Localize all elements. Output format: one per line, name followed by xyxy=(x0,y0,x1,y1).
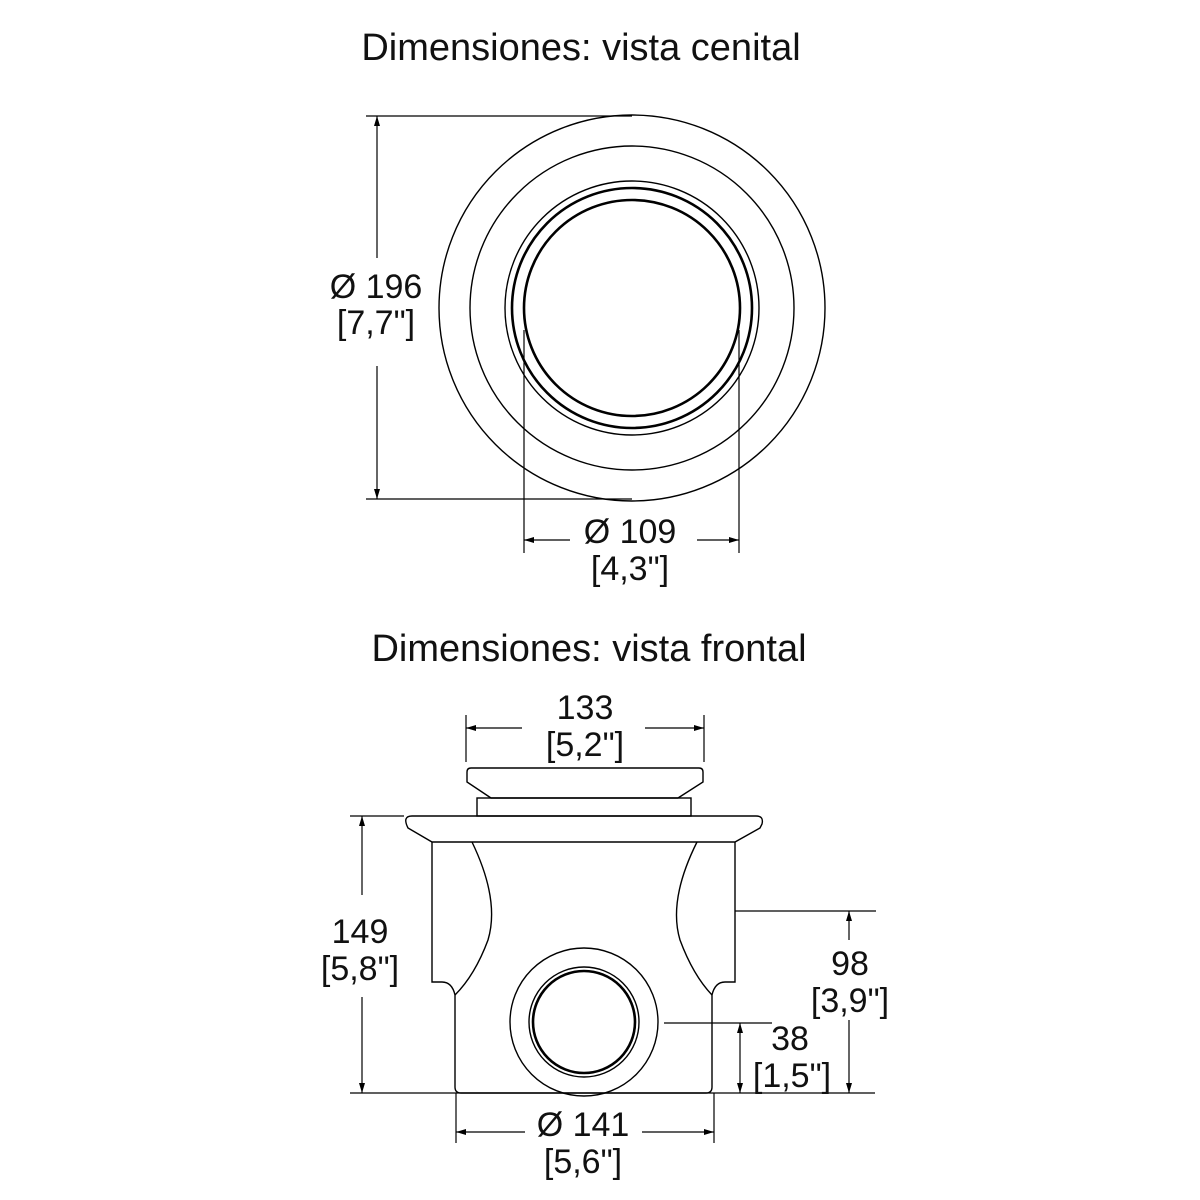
base-diameter-mm: Ø 141 xyxy=(537,1106,630,1144)
cap-neck xyxy=(476,797,692,817)
outer-diameter-dimension: Ø 196 [7,7"] xyxy=(330,115,632,500)
inner-diameter-mm: Ø 109 xyxy=(584,513,677,551)
base-diameter-in: [5,6"] xyxy=(544,1143,622,1181)
cap-width-in: [5,2"] xyxy=(546,726,624,764)
outlet-inner-circle xyxy=(531,969,637,1075)
side-height-in: [3,9"] xyxy=(811,982,889,1020)
outlet-height-mm: 38 xyxy=(771,1020,809,1058)
cap-width-dimension: 133 [5,2"] xyxy=(465,689,705,764)
side-height-mm: 98 xyxy=(831,945,869,983)
flange xyxy=(405,815,764,843)
cap-ring-circle xyxy=(510,186,754,430)
outlet-outer-circle xyxy=(509,947,659,1097)
front-view-title: Dimensiones: vista frontal xyxy=(371,628,806,670)
inner-opening-circle xyxy=(522,198,742,418)
inner-diameter-dimension: Ø 109 [4,3"] xyxy=(523,330,740,588)
top-view-title: Dimensiones: vista cenital xyxy=(361,27,800,69)
total-height-mm: 149 xyxy=(332,913,389,951)
top-view-drawing xyxy=(438,114,826,502)
body-right-contour xyxy=(675,841,713,996)
total-height-in: [5,8"] xyxy=(321,950,399,988)
flange-inner-circle xyxy=(469,145,795,471)
outer-flange-circle xyxy=(438,114,826,502)
cap-outer-circle xyxy=(504,180,760,436)
outlet-height-in: [1,5"] xyxy=(753,1057,831,1095)
cap-width-mm: 133 xyxy=(557,689,614,727)
cap-top xyxy=(466,767,704,799)
side-height-dimension: 98 [3,9"] xyxy=(735,910,889,1093)
outer-diameter-in: [7,7"] xyxy=(337,304,415,342)
base-diameter-dimension: Ø 141 [5,6"] xyxy=(455,1093,715,1181)
outlet-ring-circle xyxy=(528,966,640,1078)
outlet-height-dimension: 38 [1,5"] xyxy=(664,1020,831,1095)
body-left-contour xyxy=(454,841,493,996)
total-height-dimension: 149 [5,8"] xyxy=(321,815,875,1094)
outer-diameter-mm: Ø 196 xyxy=(330,268,423,306)
front-view-drawing xyxy=(405,767,764,1097)
inner-diameter-in: [4,3"] xyxy=(591,550,669,588)
